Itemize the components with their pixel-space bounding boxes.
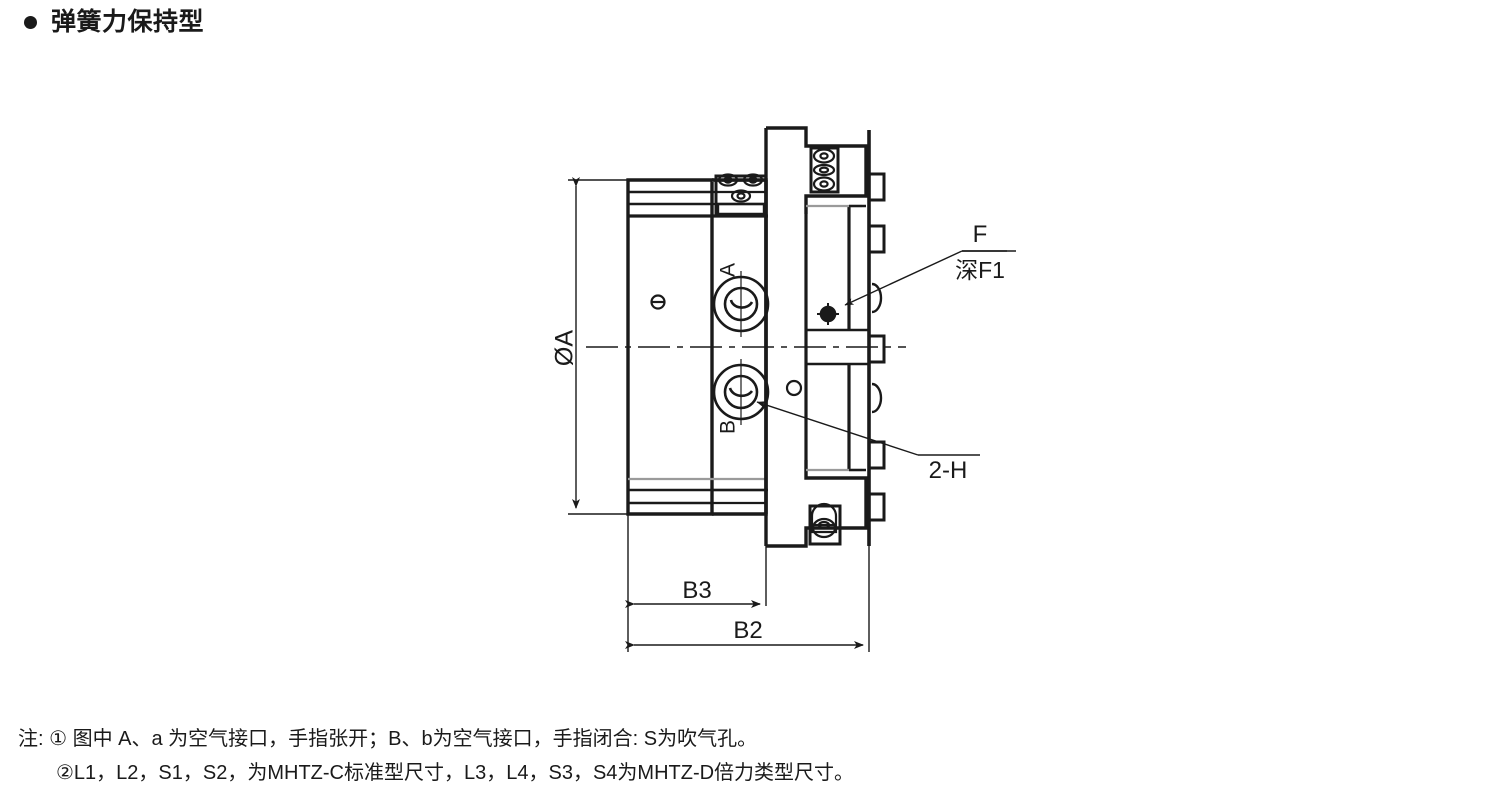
dim-diameter-a: [568, 177, 628, 515]
top-fastener-screws: [717, 173, 764, 203]
label-tapped-hole-depth: 深F1: [955, 257, 1005, 283]
port-b-boss: [712, 363, 770, 421]
right-housing-walls-light: [806, 204, 862, 472]
cylinder-inner-rails: [712, 190, 766, 505]
leader-2h: [756, 401, 980, 456]
label-port-a: A: [717, 263, 740, 277]
right-housing-outline: [764, 126, 868, 548]
dim-b2: [625, 546, 870, 652]
leader-tapped-hole-f: [844, 250, 1016, 306]
technical-drawing: ØA A B F 深F1 2-H B3 B2: [551, 126, 1016, 652]
label-dim-b2: B2: [733, 617, 762, 644]
footnote-line-1: 注: ① 图中 A、a 为空气接口，手指张开；B、b为空气接口，手指闭合: S为…: [18, 728, 758, 750]
bottom-screw-cartridge: [808, 504, 842, 546]
middle-plate-outline: [712, 178, 768, 516]
label-port-b: B: [717, 420, 740, 434]
port-a-boss: [712, 275, 770, 333]
small-hole: [785, 379, 803, 397]
dim-b3: [625, 514, 767, 612]
body-plug-icon: [650, 294, 666, 310]
right-housing-steps: [806, 204, 869, 472]
bottom-screw-cartridge-parts: [810, 502, 838, 539]
top-screw-cartridge: [809, 146, 840, 194]
footnotes: 注: ① 图中 A、a 为空气接口，手指张开；B、b为空气接口，手指闭合: S为…: [18, 722, 1118, 790]
label-dim-b3: B3: [682, 577, 711, 604]
top-screw-cartridge-parts: [812, 148, 836, 192]
tapped-hole-marker-icon: [817, 303, 839, 325]
cylinder-body-outline: [626, 178, 714, 516]
footnote-line-2: ②L1，L2，S1，S2，为MHTZ-C标准型尺寸，L3，L4，S3，S4为MH…: [56, 762, 855, 784]
bullet-dot-icon: [24, 16, 37, 29]
label-tapped-hole-f: F: [973, 221, 988, 248]
cylinder-top-bands: [628, 190, 712, 206]
top-fastener-pad: [714, 174, 768, 218]
page-title: 弹簧力保持型: [24, 10, 204, 35]
gripper-cross-section-svg: ØA A B F 深F1 2-H B3 B2: [551, 126, 1016, 652]
label-2h: 2-H: [929, 457, 968, 484]
right-housing-walls: [804, 206, 851, 470]
right-edge-slot-detail: [871, 282, 883, 414]
cylinder-bottom-bands: [628, 488, 768, 505]
right-edge-tabs: [869, 172, 886, 522]
label-diameter-a: ØA: [551, 330, 579, 366]
page-title-label: 弹簧力保持型: [51, 8, 205, 36]
top-fastener-pad-inner: [716, 202, 766, 216]
